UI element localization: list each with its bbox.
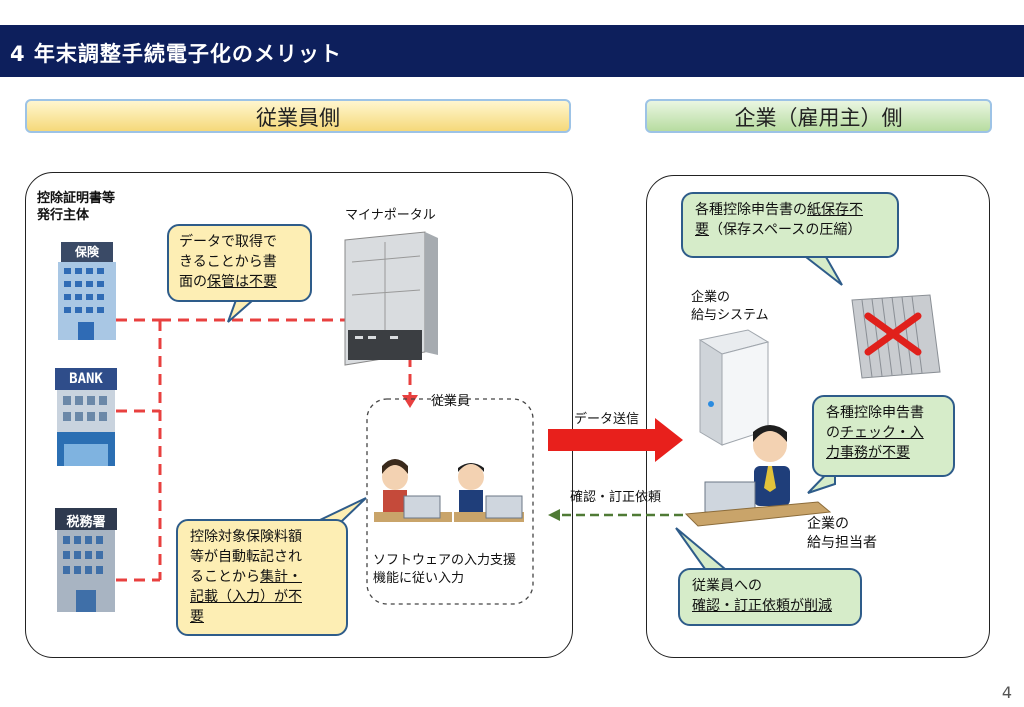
payroll-staff-label-line2: 給与担当者 [807, 535, 877, 551]
company-side-heading: 企業（雇用主）側 [645, 99, 992, 133]
tax-office-building-icon [55, 508, 117, 612]
software-label-line2: 機能に従い入力 [373, 571, 465, 586]
bubble-text: きることから書 [179, 254, 277, 270]
insurance-sign: 保険 [74, 245, 99, 259]
paper-storage-bubble: データで取得で きることから書 面の保管は不要 [167, 224, 312, 302]
bank-sign: BANK [69, 371, 103, 387]
data-send-label: データ送信 [574, 412, 640, 427]
bubble-text: 等が自動転記され [190, 549, 302, 565]
issuer-label-line2: 発行主体 [37, 208, 90, 223]
bubble-text: 記載（入力）が不 [190, 589, 302, 605]
bubble-text: 従業員への [692, 578, 762, 594]
payroll-system-label-line2: 給与システム [691, 308, 769, 323]
page-number: 4 [1001, 683, 1012, 702]
data-send-arrow-icon [548, 418, 683, 462]
bubble-text: 各種控除申告書の紙保存不 [695, 202, 863, 218]
employee-side-heading: 従業員側 [25, 99, 571, 133]
payroll-system-label-line1: 企業の [691, 290, 731, 305]
employees-at-desk-icon [374, 459, 524, 522]
title-bar [0, 25, 1024, 77]
bubble-text: 各種控除申告書 [826, 405, 924, 421]
bubble-text: 要 [190, 609, 204, 625]
cross-icon [864, 312, 922, 356]
page-title: 4 年末調整手続電子化のメリット [10, 42, 342, 66]
bubble-text: 要（保存スペースの圧縮） [695, 222, 862, 238]
bubble-text: 力事務が不要 [826, 445, 910, 461]
auto-transfer-bubble: 控除対象保険料額 等が自動転記され ることから集計・ 記載（入力）が不 要 [176, 519, 348, 636]
paper-storage-unneeded-bubble: 各種控除申告書の紙保存不 要（保存スペースの圧縮） [681, 192, 899, 258]
arrow-left-icon [548, 509, 560, 521]
software-label-line1: ソフトウェアの入力支援 [373, 553, 517, 568]
paper-binders-icon [851, 294, 941, 379]
request-reduced-bubble: 従業員への 確認・訂正依頼が削減 [678, 568, 862, 626]
company-server-icon [698, 329, 770, 446]
company-staff-icon [684, 425, 832, 527]
confirm-request-label: 確認・訂正依頼 [570, 490, 662, 505]
bubble-text: 面の保管は不要 [179, 274, 277, 290]
bubble-text: のチェック・入 [826, 425, 924, 441]
bubble-text: 控除対象保険料額 [190, 529, 302, 545]
employee-label: 従業員 [431, 394, 471, 409]
bubble-text: データで取得で [179, 234, 277, 250]
arrow-down-icon [402, 395, 418, 408]
server-cabinet-icon [344, 231, 438, 366]
check-unneeded-bubble: 各種控除申告書 のチェック・入 力事務が不要 [812, 395, 955, 477]
insurance-building-icon [58, 242, 116, 340]
bubble-text: ることから集計・ [190, 569, 302, 585]
issuer-label-line1: 控除証明書等 [37, 191, 116, 206]
bubble-text: 確認・訂正依頼が削減 [692, 598, 832, 614]
payroll-staff-label-line1: 企業の [807, 516, 849, 532]
tax-office-sign: 税務署 [66, 515, 106, 530]
myna-portal-label: マイナポータル [345, 208, 436, 223]
bank-building-icon [55, 368, 117, 466]
